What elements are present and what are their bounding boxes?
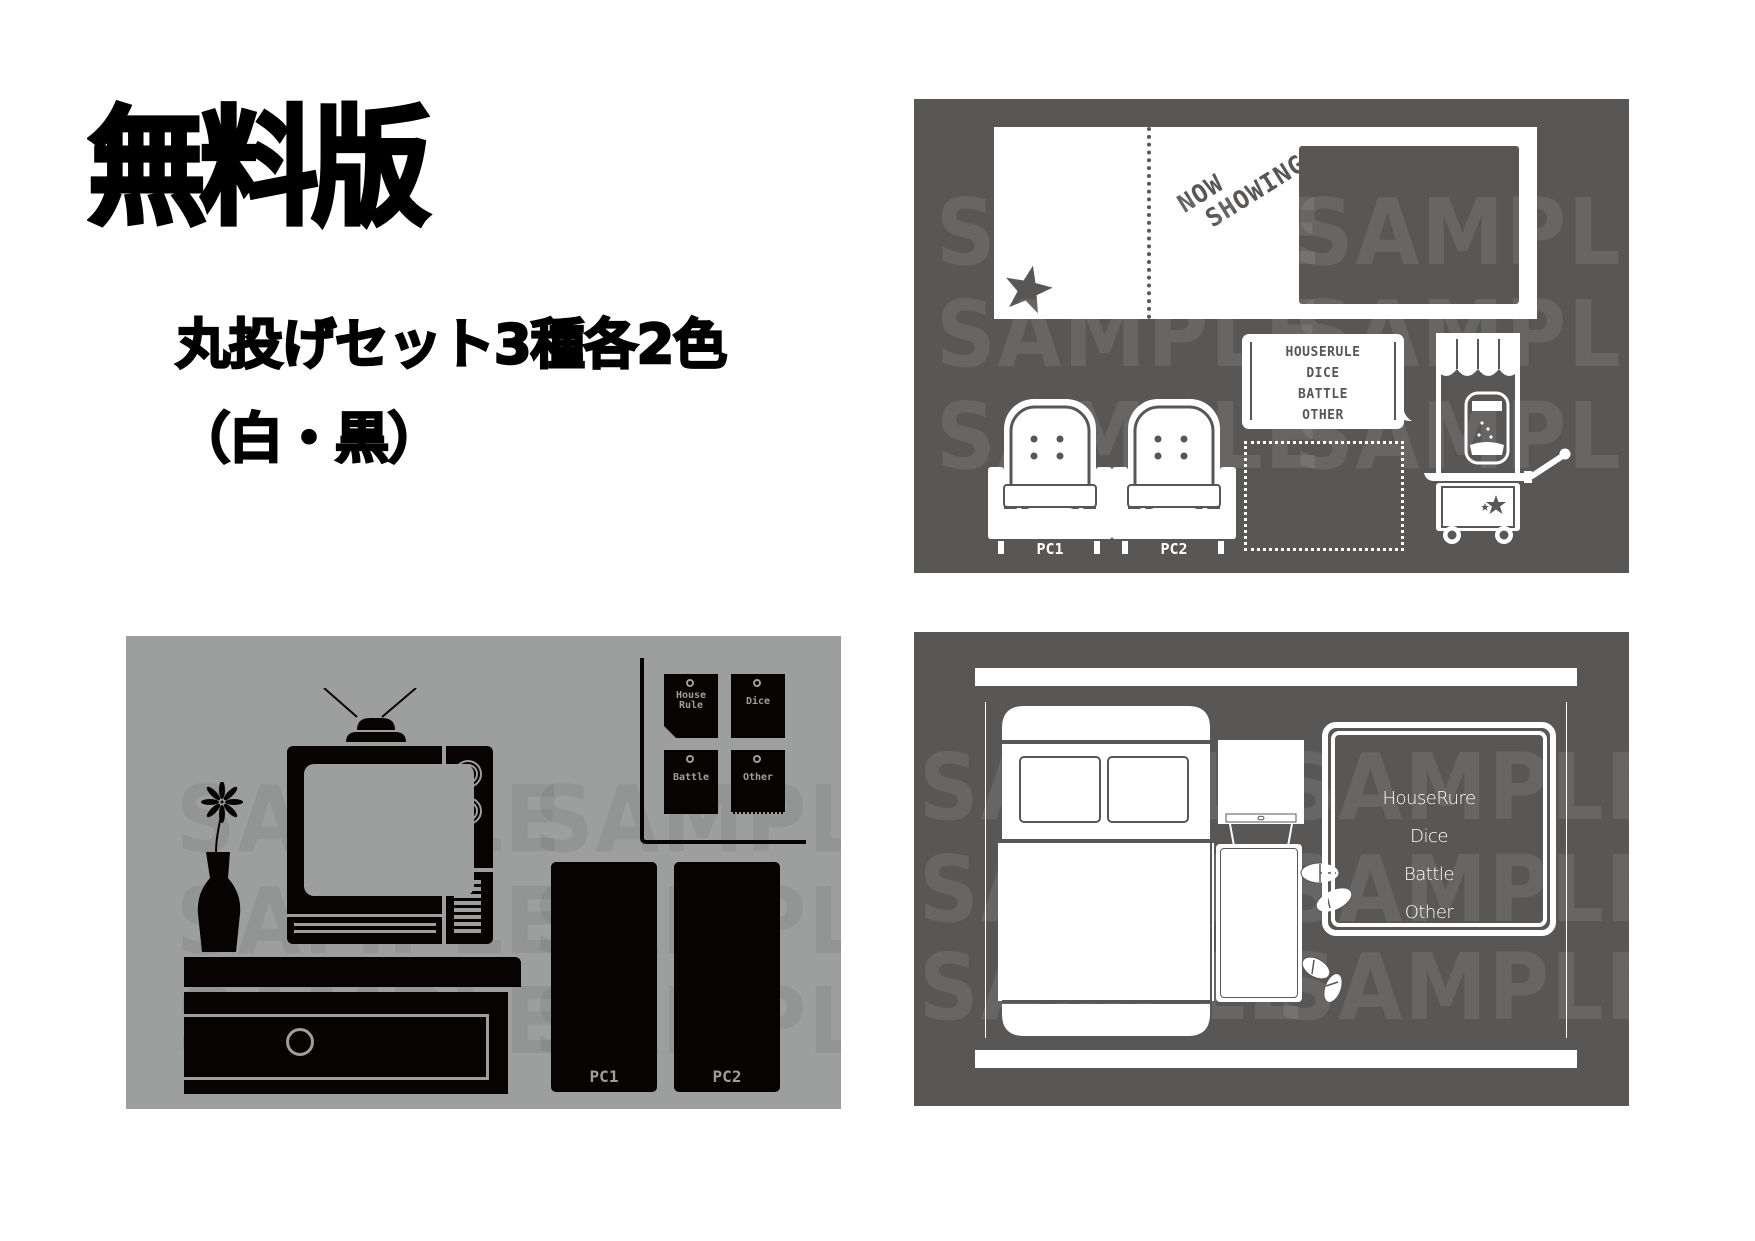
picture-frame[interactable] — [1322, 722, 1556, 936]
ticket-perforation — [1147, 127, 1151, 319]
sign-item-houserule[interactable]: HOUSERULE — [1285, 345, 1361, 360]
dotted-placeholder-frame[interactable] — [1244, 441, 1404, 551]
slot-label: PC2 — [712, 1067, 742, 1086]
memo-other[interactable]: Other — [731, 750, 785, 814]
popcorn-cart-icon — [1424, 333, 1571, 544]
theater-seat-icon — [988, 399, 1112, 539]
nightstand-icon — [1218, 740, 1304, 847]
retro-tv-icon — [287, 688, 493, 944]
living-room-panel: SAMPLE SAMPLE SAMPLE SAMPLE SAMPLE SAMPL… — [126, 636, 841, 1109]
ticket-banner: NOW SHOWING — [994, 127, 1537, 319]
subtitle-line-1: 丸投げセット3種各2色 — [175, 313, 729, 376]
seat-label: PC1 — [1036, 540, 1064, 558]
memo-label: Dice — [745, 696, 771, 707]
menu-item-other[interactable]: Other — [1404, 902, 1454, 923]
drawer-knob-icon — [286, 1028, 314, 1056]
top-bar — [975, 668, 1577, 686]
screen-area[interactable] — [1299, 146, 1519, 304]
bed-icon — [998, 706, 1214, 1036]
now-showing-label: NOW SHOWING — [1166, 127, 1311, 245]
bedroom-panel: SAMPLE SAMPLE SAMPLE SAMPLE SAMPLE SAMPL… — [914, 632, 1629, 1106]
sign-item-battle[interactable]: BATTLE — [1298, 387, 1348, 402]
blanket — [1216, 844, 1302, 1002]
seat-pc1[interactable]: PC1 — [988, 399, 1112, 559]
sign-items: HOUSERULE DICE BATTLE OTHER — [1242, 342, 1404, 426]
rules-sign: HOUSERULE DICE BATTLE OTHER — [1242, 334, 1412, 429]
memo-houserule[interactable]: House Rule — [664, 674, 718, 738]
memo-battle[interactable]: Battle — [664, 750, 718, 814]
star-icon — [1006, 265, 1053, 314]
right-rule — [1566, 702, 1567, 1038]
slot-label: PC1 — [589, 1067, 619, 1086]
theater-seat-icon — [1112, 399, 1236, 539]
page-title: 無料版 — [86, 93, 432, 243]
theater-panel: NOW SHOWING SAMPLE SAMPLE SAMPLE SAMPLE … — [914, 99, 1629, 573]
seat-pc2[interactable]: PC2 — [1112, 399, 1236, 559]
menu-item-dice[interactable]: Dice — [1410, 826, 1448, 847]
memo-label: Other — [742, 772, 774, 783]
tv-cabinet — [184, 957, 521, 987]
memo-label: Rule — [678, 700, 704, 711]
character-slot-pc1[interactable]: PC1 — [551, 862, 657, 1092]
memo-dice[interactable]: Dice — [731, 674, 785, 738]
sign-item-dice[interactable]: DICE — [1306, 366, 1340, 381]
sign-item-other[interactable]: OTHER — [1302, 408, 1344, 423]
character-slot-pc2[interactable]: PC2 — [674, 862, 780, 1092]
flower-vase-icon — [197, 782, 243, 952]
left-rule — [985, 702, 986, 1038]
menu-item-battle[interactable]: Battle — [1403, 864, 1455, 885]
bottom-bar — [975, 1050, 1577, 1068]
memo-board — [640, 658, 806, 844]
memo-label: House — [675, 690, 707, 701]
subtitle-line-2: （白・黒） — [175, 407, 444, 470]
memo-label: Battle — [672, 772, 710, 783]
seat-label: PC2 — [1160, 540, 1188, 558]
speech-bubble-icon — [1400, 404, 1412, 421]
tv-cabinet-drawer[interactable] — [184, 992, 508, 1094]
menu-item-houserule[interactable]: HouseRure — [1382, 788, 1476, 809]
